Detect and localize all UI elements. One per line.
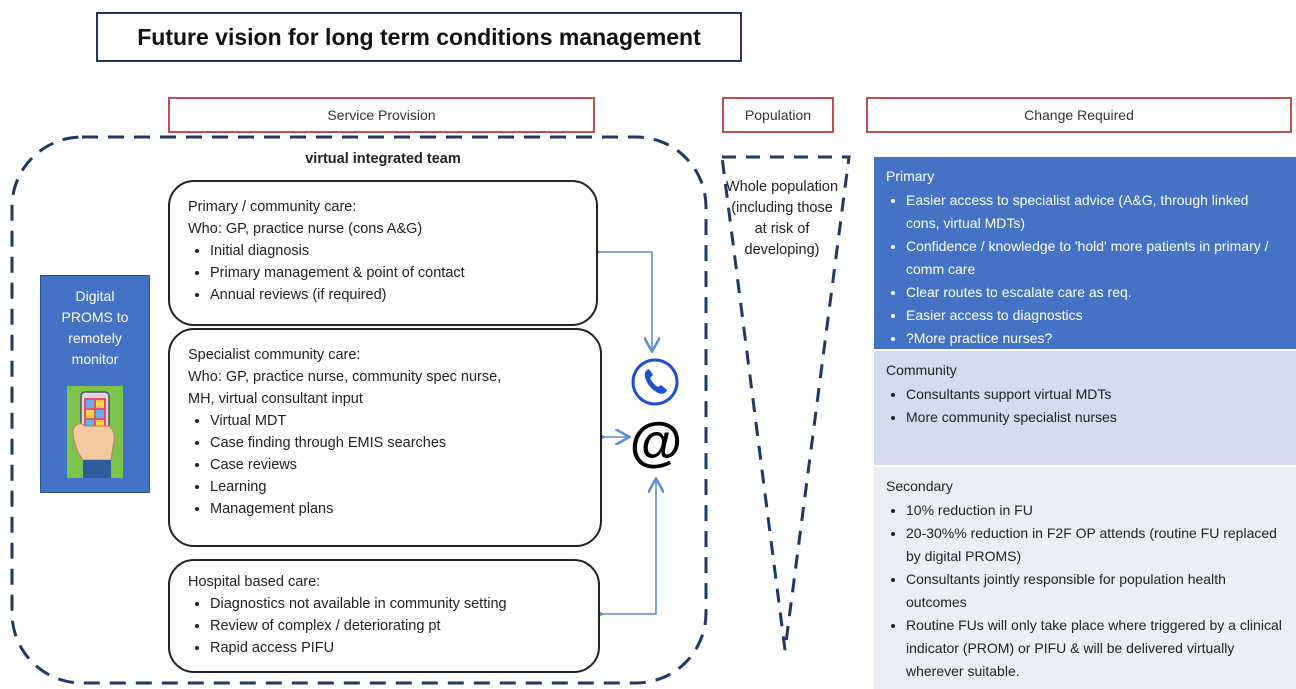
card-who: MH, virtual consultant input [188,391,363,407]
population-line: (including those [731,200,833,216]
list-item: Primary management & point of contact [210,262,578,284]
list-item: Review of complex / deteriorating pt [210,615,580,637]
proms-line: PROMS to [61,309,129,325]
list-item: Confidence / knowledge to 'hold' more pa… [906,235,1284,281]
change-community-panel: Community Consultants support virtual MD… [874,351,1296,465]
population-description: Whole population (including those at ris… [706,177,858,261]
list-item: Easier access to specialist advice (A&G,… [906,189,1284,235]
card-who: Who: GP, practice nurse (cons A&G) [188,221,423,237]
change-primary-panel: Primary Easier access to specialist advi… [874,157,1296,349]
proms-line: monitor [71,351,119,367]
population-line: Whole population [725,179,839,195]
header-population: Population [722,97,834,133]
list-item: 10% reduction in FU [906,499,1284,522]
list-item: More community specialist nurses [906,406,1284,429]
connector-hospital [600,480,656,614]
digital-proms-box: Digital PROMS to remotely monitor [40,275,150,493]
population-funnel-outline [720,155,851,651]
list-item: Clear routes to escalate care as req. [906,281,1284,304]
list-item: Routine FUs will only take place where t… [906,614,1284,683]
list-item: 20-30%% reduction in F2F OP attends (rou… [906,522,1284,568]
virtual-team-dashed-outline [10,135,708,685]
card-heading: Specialist community care: [188,347,361,363]
header-change-required: Change Required [866,97,1292,133]
card-heading: Primary / community care: [188,199,357,215]
proms-line: remotely [68,330,122,346]
page-title: Future vision for long term conditions m… [96,12,742,62]
list-item: Virtual MDT [210,410,582,432]
list-item: Case finding through EMIS searches [210,432,582,454]
card-heading: Hospital based care: [188,574,321,590]
list-item: ?More practice nurses? [906,327,1284,350]
list-item: Initial diagnosis [210,240,578,262]
svg-text:@: @ [630,414,683,470]
virtual-team-label: virtual integrated team [305,151,461,167]
phone-in-hand-icon [67,386,123,478]
list-item: Rapid access PIFU [210,637,580,659]
proms-line: Digital [75,288,115,304]
list-item: Management plans [210,498,582,520]
connector-primary [597,252,652,350]
population-line: developing) [744,242,820,258]
panel-heading: Primary [886,168,935,184]
phone-icon [628,355,682,409]
at-sign-icon: @ [624,412,688,472]
list-item: Annual reviews (if required) [210,284,578,306]
header-service-provision: Service Provision [168,97,595,133]
hospital-based-care-card: Hospital based care: Diagnostics not ava… [168,559,600,673]
panel-heading: Secondary [886,478,953,494]
list-item: Learning [210,476,582,498]
list-item: Case reviews [210,454,582,476]
list-item: Consultants jointly responsible for popu… [906,568,1284,614]
primary-community-care-card: Primary / community care: Who: GP, pract… [168,180,598,326]
list-item: Diagnostics not available in community s… [210,593,580,615]
panel-heading: Community [886,362,957,378]
change-secondary-panel: Secondary 10% reduction in FU 20-30%% re… [874,467,1296,689]
population-line: at risk of [754,221,810,237]
card-who: Who: GP, practice nurse, community spec … [188,369,502,385]
list-item: Easier access to diagnostics [906,304,1284,327]
list-item: Consultants support virtual MDTs [906,383,1284,406]
specialist-community-care-card: Specialist community care: Who: GP, prac… [168,328,602,547]
